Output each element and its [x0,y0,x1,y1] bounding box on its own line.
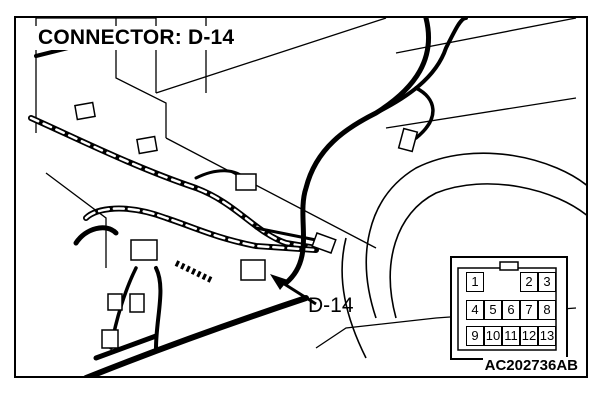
harness-main [283,18,432,286]
pin-cell: 7 [520,300,538,320]
diagram-title: CONNECTOR: D-14 [34,26,239,50]
pin-cell-empty [484,272,502,292]
connector-block [235,173,257,191]
pin-cell: 1 [466,272,484,292]
pin-cell: 10 [484,326,502,346]
body-panel-line [385,18,577,129]
connector-latch [499,261,519,271]
wheel-arch [341,152,586,359]
connector-block [136,135,158,155]
callout-arrow [270,274,317,306]
connector-block [129,293,145,313]
pin-cell: 5 [484,300,502,320]
pin-cell: 6 [502,300,520,320]
body-panel-line [45,172,107,268]
pin-cell: 8 [538,300,556,320]
connector-pin-diagram: 1 2 3 4 5 6 7 8 9 10 11 12 13 [450,256,568,360]
pin-cell: 9 [466,326,484,346]
pin-cell: 12 [520,326,538,346]
callout-label-d14: D-14 [308,294,354,317]
pin-cell: 11 [502,326,520,346]
pinbox-outline [457,261,557,351]
connector-block [311,232,337,254]
pin-cell: 2 [520,272,538,292]
figure-code: AC202736AB [482,357,580,374]
wiring-harness-illustration [28,18,586,376]
diagram-frame: CONNECTOR: D-14 D-14 1 2 3 4 5 6 7 8 [14,16,588,378]
pin-cell: 3 [538,272,556,292]
connector-block [130,239,158,261]
pin-cell-empty [502,272,520,292]
connector-block [397,127,419,153]
body-panel-line [165,137,377,249]
connector-block [74,101,96,121]
connector-block [101,329,119,349]
pin-cell: 4 [466,300,484,320]
connector-d14 [240,259,266,281]
pin-cell: 13 [538,326,556,346]
connector-block [107,293,123,311]
